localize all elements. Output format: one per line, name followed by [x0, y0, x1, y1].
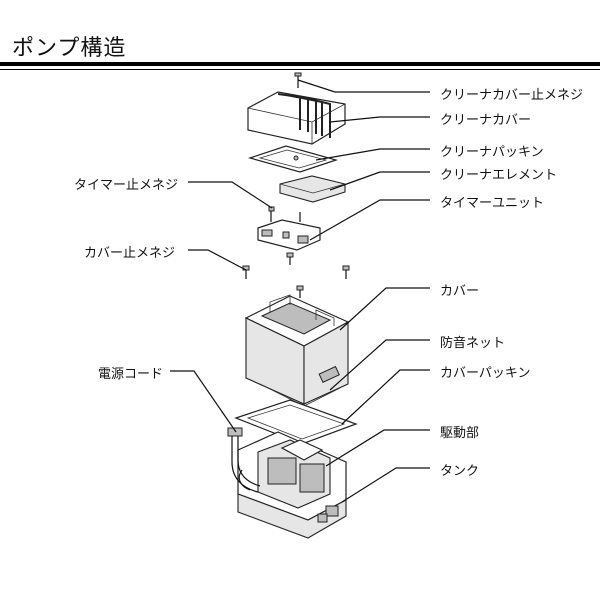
label-cover-screw: カバー止メネジ: [84, 246, 176, 261]
label-timer-unit: タイマーユニット: [440, 196, 545, 211]
title-rule-thin: [0, 69, 600, 70]
label-cover-packing: カバーパッキン: [440, 366, 531, 381]
label-cleaner-cover-screw: クリーナカバー止メネジ: [440, 88, 584, 103]
label-power-cord: 電源コード: [98, 367, 164, 382]
cleaner-element-part: [279, 175, 346, 203]
cover-part: [244, 294, 350, 407]
cover-packing-part: [234, 399, 358, 445]
title-rule-thick: [0, 62, 600, 66]
tank-part: [237, 493, 347, 539]
label-cleaner-element: クリーナエレメント: [440, 168, 558, 183]
label-cover: カバー: [440, 284, 480, 299]
cleaner-cover-screw-part: [294, 72, 302, 88]
cleaner-cover-part: [247, 91, 346, 145]
label-tank: タンク: [440, 464, 480, 479]
label-cleaner-packing: クリーナパッキン: [440, 145, 544, 160]
leader-lines: [170, 79, 430, 503]
drive-unit-part: [237, 431, 347, 521]
label-cleaner-cover: クリーナカバー: [440, 113, 532, 128]
cleaner-packing-part: [247, 145, 339, 173]
label-drive-unit: 駆動部: [440, 426, 480, 441]
cover-screws-part: [242, 252, 350, 298]
label-timer-screw: タイマー止メネジ: [74, 178, 179, 193]
power-cord-part: [227, 427, 261, 493]
timer-unit-part: [257, 219, 321, 251]
timer-screw-part: [268, 206, 301, 222]
page-title: ポンプ構造: [12, 36, 127, 61]
label-soundproof-net: 防音ネット: [440, 336, 506, 351]
